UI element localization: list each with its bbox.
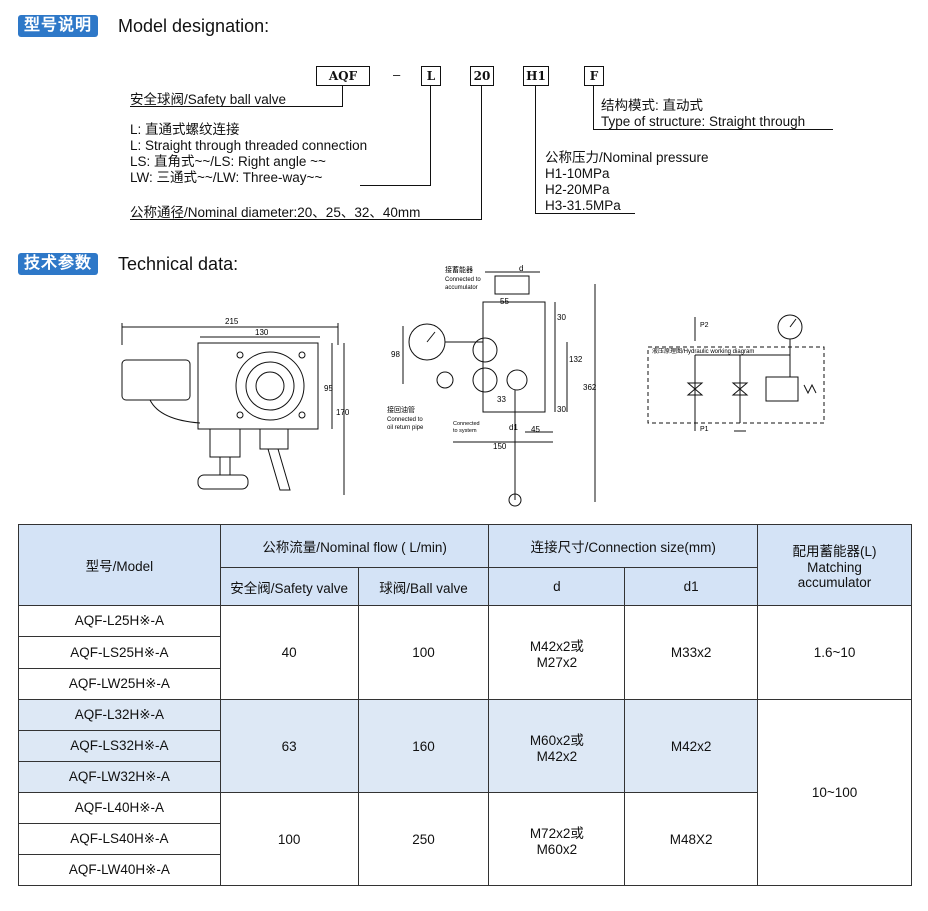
header-accumulator: 配用蓄能器(L) Matching accumulator xyxy=(757,524,912,606)
code-f: F xyxy=(584,66,604,86)
front-view-drawing: 215 130 95 170 xyxy=(121,317,350,495)
code-h: H1 xyxy=(523,66,549,86)
cell-d-b: M42x2 xyxy=(536,748,578,764)
structure-cn: 结构模式: 直动式 xyxy=(601,98,704,113)
label-oil-en1: Connected to xyxy=(387,417,423,423)
dim-30a: 30 xyxy=(557,313,566,322)
cell-d1: M33x2 xyxy=(624,605,759,700)
dim-d1: d1 xyxy=(509,423,518,432)
table-row: AQF-L40H※-A xyxy=(18,792,221,824)
cell-d-a: M60x2或 xyxy=(529,732,584,748)
table-row: AQF-L25H※-A xyxy=(18,605,221,637)
section-tag-technical: 技术参数 xyxy=(18,253,99,275)
hyd-title: 液压原理图/Hydraulic working diagram xyxy=(652,347,754,355)
dim-215: 215 xyxy=(225,317,239,326)
side-view-drawing: 接蓄能器 Connected to accumulator d 55 30 98… xyxy=(387,264,597,507)
dim-130: 130 xyxy=(255,328,269,337)
pressure-h1: H1-10MPa xyxy=(545,166,610,181)
type-lw: LW: 三通式~~/LW: Three-way~~ xyxy=(130,170,323,185)
header-connection: 连接尺寸/Connection size(mm) xyxy=(488,524,759,568)
safety-valve-label: 安全球阀/Safety ball valve xyxy=(130,92,287,107)
cell-safety-flow: 40 xyxy=(219,605,359,700)
type-l-cn: L: 直通式螺纹连接 xyxy=(130,122,240,137)
label-sys-en1: Connected xyxy=(453,421,480,427)
header-flow: 公称流量/Nominal flow ( L/min) xyxy=(219,524,490,568)
code-dash: – xyxy=(393,67,401,82)
section-title-technical: Technical data: xyxy=(118,254,239,274)
pressure-h3: H3-31.5MPa xyxy=(545,198,621,213)
label-acc-en2: accumulator xyxy=(445,285,478,291)
section-tag-model: 型号说明 xyxy=(18,15,99,37)
table-row: AQF-LS40H※-A xyxy=(18,823,221,855)
cell-accumulator-shared: 10~100 xyxy=(757,699,912,886)
header-ball: 球阀/Ball valve xyxy=(357,567,490,606)
table-row: AQF-LW40H※-A xyxy=(18,854,221,886)
table-row: AQF-LS25H※-A xyxy=(18,636,221,669)
code-aqf: AQF xyxy=(316,66,370,86)
table-row: AQF-LW25H※-A xyxy=(18,668,221,700)
header-acc-en2: accumulator xyxy=(797,575,872,590)
dim-362: 362 xyxy=(583,383,597,392)
pressure-title: 公称压力/Nominal pressure xyxy=(545,150,709,165)
header-acc-cn: 配用蓄能器(L) xyxy=(792,544,877,559)
code-l: L xyxy=(421,66,441,86)
nominal-diameter: 公称通径/Nominal diameter:20、25、32、40mm xyxy=(130,205,421,220)
label-sys-en2: to system xyxy=(453,428,477,434)
label-p2: P2 xyxy=(700,322,709,329)
dim-95: 95 xyxy=(324,384,333,393)
label-acc-cn: 接蓄能器 xyxy=(445,265,473,274)
dim-30b: 30 xyxy=(557,405,566,414)
cell-d-a: M72x2或 xyxy=(529,825,584,841)
dim-170: 170 xyxy=(336,408,350,417)
table-row: AQF-LS32H※-A xyxy=(18,730,221,762)
header-safety: 安全阀/Safety valve xyxy=(219,567,359,606)
dim-132: 132 xyxy=(569,355,583,364)
dim-98: 98 xyxy=(391,350,400,359)
pressure-h2: H2-20MPa xyxy=(545,182,610,197)
cell-d1: M42x2 xyxy=(624,699,759,793)
cell-d-b: M27x2 xyxy=(536,655,578,670)
label-acc-en1: Connected to xyxy=(445,277,481,283)
dim-d: d xyxy=(519,264,523,273)
label-p1: P1 xyxy=(700,426,709,433)
dim-55: 55 xyxy=(500,297,509,306)
header-acc-en1: Matching xyxy=(807,560,862,575)
header-d1: d1 xyxy=(624,567,759,606)
cell-ball-flow: 160 xyxy=(357,699,490,793)
cell-d-a: M42x2或 xyxy=(529,639,584,654)
cell-accumulator: 1.6~10 xyxy=(757,605,912,700)
cell-ball-flow: 100 xyxy=(357,605,490,700)
dim-33: 33 xyxy=(497,395,506,404)
dim-150: 150 xyxy=(493,442,507,451)
header-model: 型号/Model xyxy=(18,524,221,606)
technical-table: 型号/Model 公称流量/Nominal flow ( L/min) 连接尺寸… xyxy=(18,524,912,886)
cell-d1: M48X2 xyxy=(624,792,759,886)
dim-45: 45 xyxy=(531,425,540,434)
structure-en: Type of structure: Straight through xyxy=(601,114,806,129)
cell-d-b: M60x2 xyxy=(536,841,578,857)
section-title-model: Model designation: xyxy=(118,16,270,36)
cell-d: M60x2或 M42x2 xyxy=(488,699,626,793)
table-row: AQF-LW32H※-A xyxy=(18,761,221,793)
type-l-en: L: Straight through threaded connection xyxy=(130,138,368,153)
label-oil-en2: oil return pipe xyxy=(387,425,424,431)
code-size: 20 xyxy=(470,66,494,86)
cell-d: M72x2或 M60x2 xyxy=(488,792,626,886)
cell-safety-flow: 63 xyxy=(219,699,359,793)
hydraulic-diagram: P2 液压原理图/Hydraulic working diagram P1 xyxy=(647,314,825,433)
header-d: d xyxy=(488,567,626,606)
cell-ball-flow: 250 xyxy=(357,792,490,886)
cell-d: M42x2或 M27x2 xyxy=(488,605,626,700)
table-row: AQF-L32H※-A xyxy=(18,699,221,731)
cell-safety-flow: 100 xyxy=(219,792,359,886)
type-ls: LS: 直角式~~/LS: Right angle ~~ xyxy=(130,154,326,169)
label-oil-cn: 接回油管 xyxy=(387,405,415,414)
